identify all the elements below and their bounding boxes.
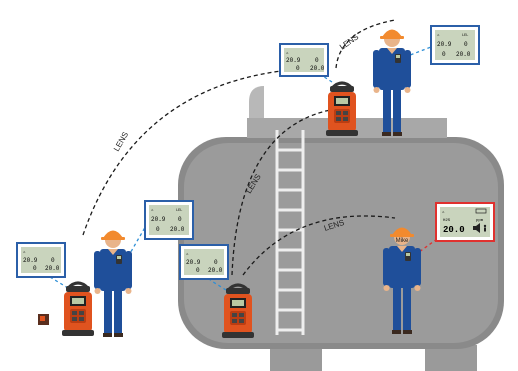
screen-top: ⚠ 20.9 0 0 20.0	[279, 43, 329, 77]
screen-top-row2-left: 0	[296, 65, 300, 72]
lens-link-tank	[242, 215, 396, 276]
screen-top-icon: ⚠	[286, 51, 289, 56]
screen-middle: ⚠ LEL 20.9 0 0 20.0	[144, 200, 194, 240]
screen-top-right-row2-left: 0	[442, 51, 446, 58]
screen-tank-icon: ⚠	[186, 252, 189, 257]
screen-top-right-header: LEL	[462, 34, 468, 38]
link-left	[49, 276, 69, 289]
screen-tank-row1-left: 20.9	[186, 259, 201, 266]
link-top-right	[404, 46, 432, 58]
screen-left-row1-right: 0	[51, 257, 55, 264]
screen-top-right-row1-left: 20.9	[437, 41, 452, 48]
link-alarm	[414, 238, 438, 256]
screen-middle-row2-left: 0	[156, 226, 160, 233]
worker-left	[94, 230, 132, 337]
lens-links	[82, 19, 396, 276]
area-monitor-top	[324, 81, 360, 138]
area-monitor-left	[60, 281, 96, 338]
screen-alarm-icon: ⚠	[442, 210, 445, 215]
screen-left-row2-right: 20.0	[45, 265, 60, 272]
screen-middle-row1-left: 20.9	[151, 216, 166, 223]
screen-tank-row2-right: 20.0	[208, 267, 223, 274]
screen-top-row2-right: 20.0	[310, 65, 325, 72]
screen-alarm-label-left: H2S	[443, 219, 451, 223]
ladder	[275, 130, 305, 335]
screen-left-row2-left: 0	[33, 265, 37, 272]
screen-tank-row1-right: 0	[214, 259, 218, 266]
area-monitor-tank	[220, 283, 256, 340]
screen-top-right-icon: ⚠	[437, 33, 440, 38]
lens-link-top	[82, 67, 326, 236]
screen-left-icon: ⚠	[23, 250, 26, 255]
screen-top-right-row2-right: 20.0	[456, 51, 471, 58]
screen-alarm-value: 20.0	[443, 225, 465, 235]
battery-icon	[475, 208, 487, 214]
small-sensor-box	[38, 314, 49, 325]
lens-link-top-right	[335, 19, 396, 69]
screen-middle-row2-right: 20.0	[170, 226, 185, 233]
screen-middle-row1-right: 0	[178, 216, 182, 223]
screen-left: ⚠ 20.9 0 0 20.0	[16, 242, 66, 278]
screen-tank-row2-left: 0	[196, 267, 200, 274]
screen-top-row1-left: 20.9	[286, 57, 301, 64]
person-icon	[483, 224, 487, 228]
screen-middle-icon: ⚠	[151, 208, 154, 213]
lens-label-2: LENS	[338, 32, 360, 51]
lens-link-middle	[231, 109, 331, 276]
speaker-icon	[473, 223, 480, 233]
screen-left-row1-left: 20.9	[23, 257, 38, 264]
worker-name-badge: Mike	[396, 238, 409, 244]
screen-top-row1-right: 0	[315, 57, 319, 64]
screen-middle-header: LEL	[176, 209, 182, 213]
screen-alarm: ⚠ H2S ppm 20.0	[435, 202, 495, 242]
screen-top-right-row1-right: 0	[464, 41, 468, 48]
screen-tank: ⚠ 20.9 0 0 20.0	[179, 244, 229, 280]
screen-alarm-label-right: ppm	[476, 219, 484, 223]
screen-top-right: ⚠ LEL 20.9 0 0 20.0	[430, 25, 480, 65]
lens-label-1: LENS	[112, 130, 130, 153]
